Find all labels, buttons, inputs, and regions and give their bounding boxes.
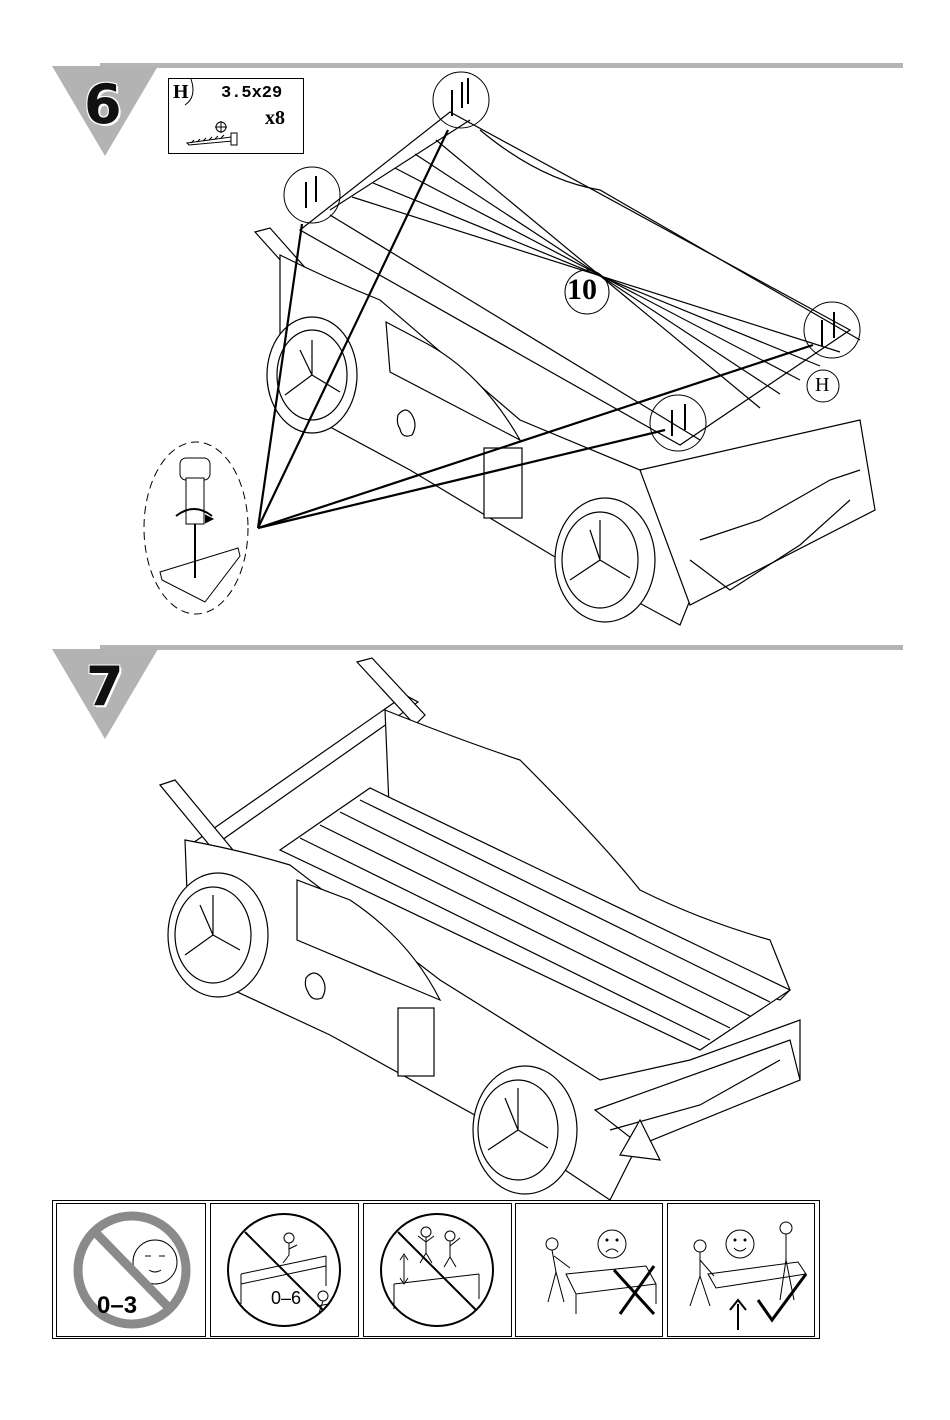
warning-lift-to-move: [667, 1203, 815, 1337]
prohibited-jumping-icon: [364, 1204, 511, 1336]
warning-age-0-3-text: 0–3: [97, 1292, 137, 1320]
warning-age-0-3: 0–3: [56, 1203, 206, 1337]
warning-no-jumping: [363, 1203, 512, 1337]
lift-bed-allowed-icon: [668, 1204, 814, 1336]
prohibited-child-top-bunk-icon: [211, 1204, 358, 1336]
hardware-ref-label: H: [815, 374, 829, 397]
warning-age-0-6: 0–6: [210, 1203, 359, 1337]
warning-age-0-6-text: 0–6: [271, 1288, 301, 1309]
step-7-bed-illustration: [0, 640, 950, 1200]
step-6-bed-illustration: [0, 0, 950, 640]
slat-count-label: 10: [567, 273, 597, 307]
warning-do-not-drag: [515, 1203, 663, 1337]
drag-bed-prohibited-icon: [516, 1204, 662, 1336]
